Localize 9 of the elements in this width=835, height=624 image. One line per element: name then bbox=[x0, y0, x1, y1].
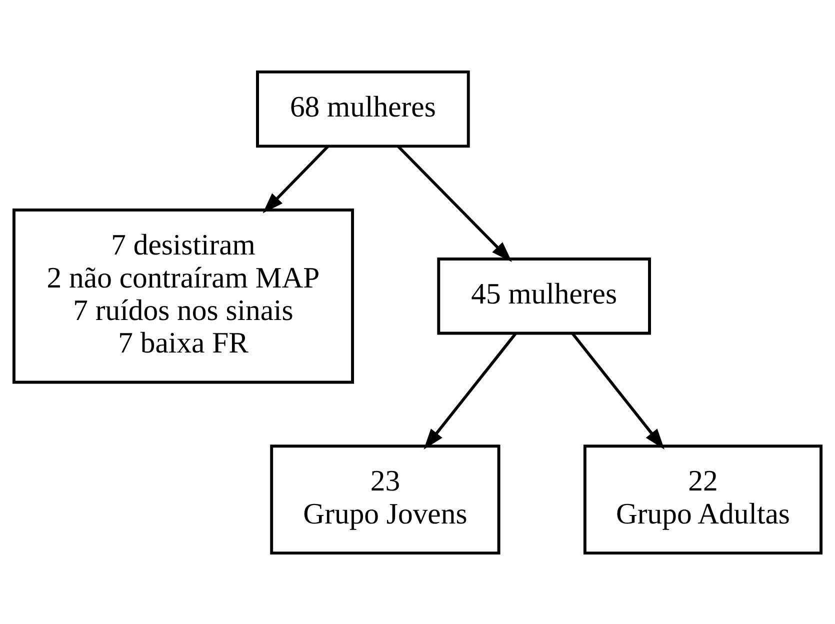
arrow bbox=[424, 332, 517, 450]
arrow bbox=[571, 332, 664, 450]
node-box: 22 Grupo Adultas bbox=[583, 444, 823, 554]
node-box: 45 mulheres bbox=[437, 257, 651, 334]
node-box: 23 Grupo Jovens bbox=[270, 444, 500, 554]
arrow bbox=[397, 144, 512, 262]
arrow bbox=[262, 144, 329, 213]
node-box: 7 desistiram 2 não contraíram MAP 7 ruídos nos sinais 7 baixa FR bbox=[12, 208, 354, 384]
node-box: 68 mulheres bbox=[256, 70, 470, 148]
